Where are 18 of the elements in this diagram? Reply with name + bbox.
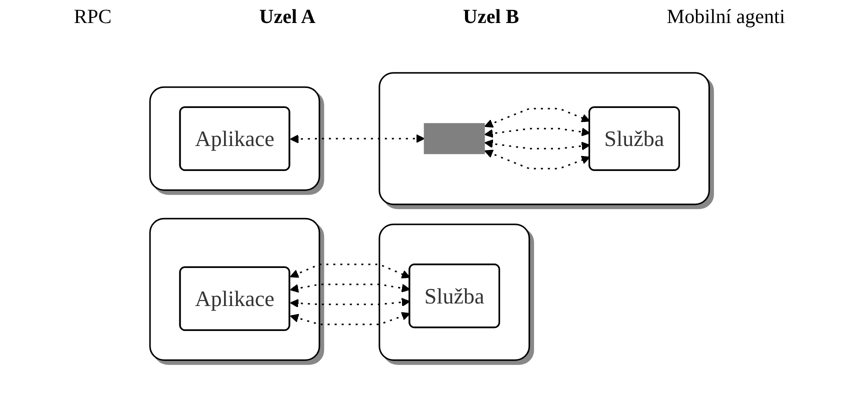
cluster bbox=[378, 72, 710, 206]
caption-text: Mobilní agenti bbox=[666, 6, 786, 28]
arrow bbox=[290, 298, 410, 308]
column-heading: Uzel A bbox=[259, 6, 316, 28]
arrow bbox=[484, 108, 590, 128]
caption-text: RPC bbox=[74, 6, 112, 28]
arrow bbox=[290, 264, 410, 278]
cluster bbox=[149, 86, 320, 191]
arrow bbox=[484, 150, 590, 170]
cluster bbox=[149, 218, 320, 361]
arrow bbox=[484, 128, 590, 138]
arrow bbox=[290, 284, 410, 293]
column-heading: Uzel B bbox=[463, 6, 520, 28]
node-bar bbox=[424, 123, 485, 154]
cluster bbox=[378, 224, 530, 361]
arrow bbox=[484, 139, 590, 150]
arrow bbox=[290, 134, 425, 144]
arrow bbox=[290, 312, 410, 326]
